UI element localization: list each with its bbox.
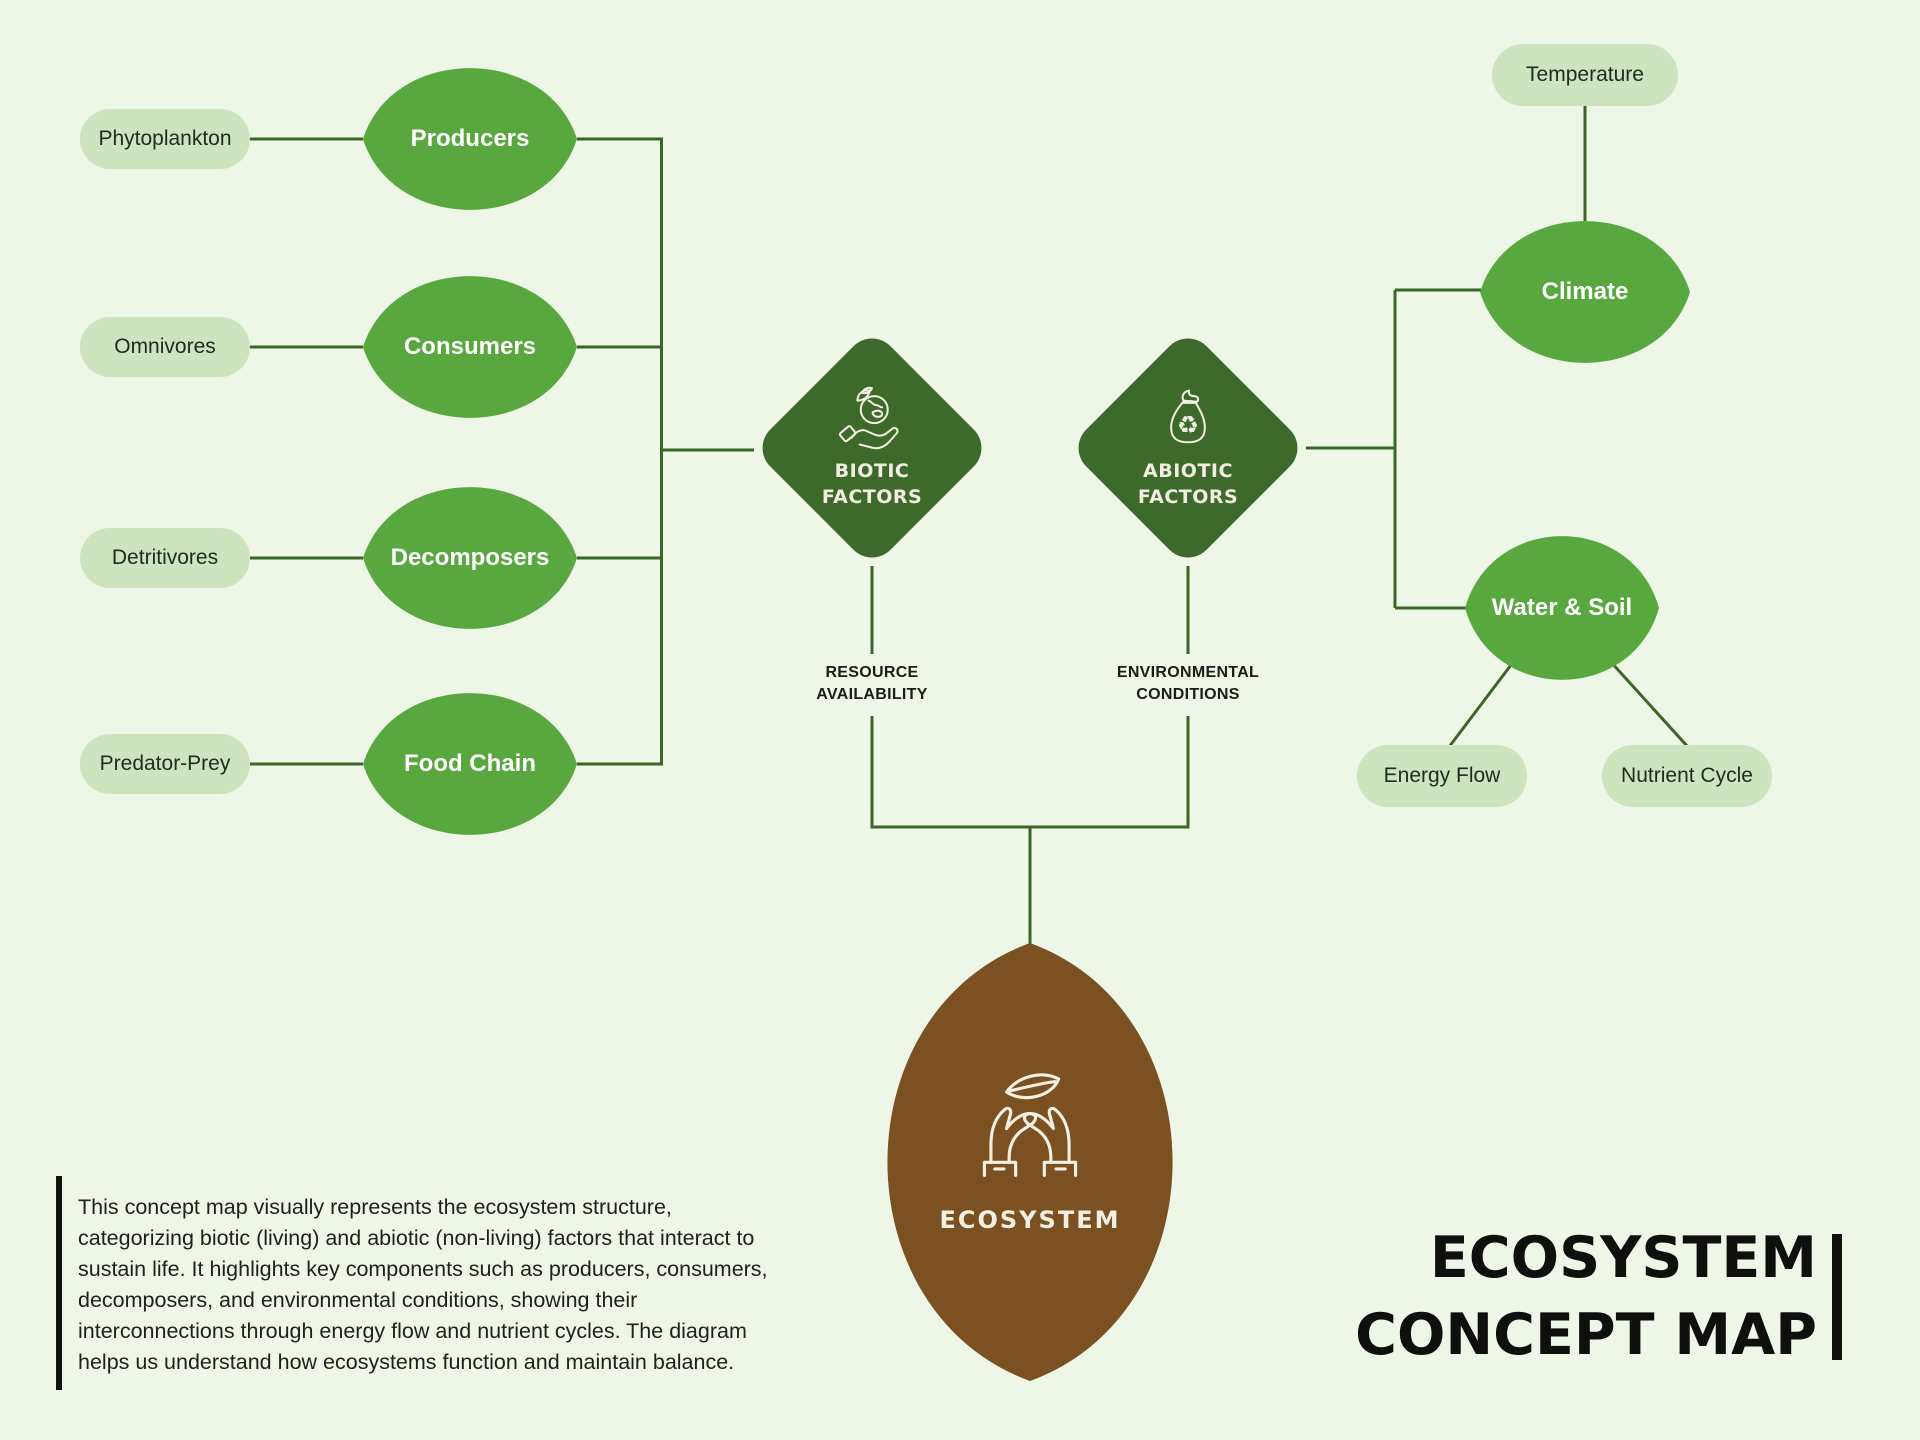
title-accent-bar — [1832, 1234, 1842, 1360]
leaf-consumers-label: Consumers — [403, 333, 537, 360]
diamond-biotic-factors: BIOTIC FACTORS — [751, 327, 993, 569]
connector-water-soil-energy-flow — [1447, 660, 1516, 748]
pill-detritivores: Detritivores — [80, 528, 250, 588]
leaf-shape — [363, 68, 577, 210]
leaf-node-producers: Producers — [363, 66, 577, 212]
abiotic-factors-label: ABIOTIC FACTORS — [1137, 460, 1239, 508]
description-accent-bar — [56, 1176, 62, 1390]
edge-label-environmental-conditions: ENVIRONMENTAL CONDITIONS — [1116, 664, 1260, 703]
ecosystem-label: ECOSYSTEM — [939, 1206, 1121, 1234]
pill-predator-prey: Predator-Prey — [80, 734, 250, 794]
recycle-glyph: ♻ — [1177, 410, 1199, 439]
leaf-food-chain-label: Food Chain — [404, 750, 536, 777]
recycling-bag-icon: ♻ — [1170, 389, 1206, 444]
left-hand — [982, 1106, 1038, 1177]
pill-temperature: Temperature — [1492, 44, 1678, 106]
leaf-climate-label: Climate — [1541, 278, 1629, 305]
diamond-abiotic-factors: ♻ ABIOTIC FACTORS — [1067, 327, 1309, 569]
leaf-node-water-soil: Water & Soil — [1465, 534, 1659, 682]
pill-detritivores-label: Detritivores — [111, 546, 219, 569]
pill-energy-flow-label: Energy Flow — [1383, 764, 1501, 787]
connector-water-soil-nutrient-cycle — [1608, 659, 1690, 749]
leaf-shape — [363, 693, 577, 835]
pill-predator-prey-label: Predator-Prey — [99, 752, 231, 775]
leaf-node-decomposers: Decomposers — [363, 485, 577, 631]
leaf-shape — [363, 276, 577, 418]
title-block: ECOSYSTEM CONCEPT MAP — [1355, 1220, 1842, 1374]
leaf-shape — [363, 487, 577, 629]
hands-holding-leaf-icon — [982, 1073, 1078, 1177]
pill-phytoplankton: Phytoplankton — [80, 109, 250, 169]
leaf-water-soil-label: Water & Soil — [1491, 594, 1633, 621]
leaf-shape — [1465, 536, 1659, 680]
biotic-factors-label: BIOTIC FACTORS — [821, 460, 923, 508]
page-title: ECOSYSTEM CONCEPT MAP — [1355, 1225, 1817, 1368]
leaf-decomposers-label: Decomposers — [390, 544, 550, 571]
description-text: This concept map visually represents the… — [78, 1194, 768, 1374]
leaf-node-ecosystem: ECOSYSTEM — [886, 943, 1174, 1381]
right-hand — [1022, 1106, 1078, 1177]
pill-omnivores-label: Omnivores — [114, 335, 216, 358]
pill-nutrient-cycle-label: Nutrient Cycle — [1621, 764, 1753, 787]
leaf-shape — [1480, 221, 1690, 363]
leaf-producers-label: Producers — [410, 125, 530, 152]
pill-nutrient-cycle: Nutrient Cycle — [1602, 745, 1772, 807]
pill-temperature-label: Temperature — [1526, 63, 1644, 86]
leaf-node-climate: Climate — [1480, 219, 1690, 365]
edge-label-resource-availability: RESOURCE AVAILABILITY — [816, 664, 928, 703]
leaf-node-food-chain: Food Chain — [363, 691, 577, 837]
pill-omnivores: Omnivores — [80, 317, 250, 377]
hand-holding-earth-icon — [838, 386, 899, 450]
pill-phytoplankton-label: Phytoplankton — [98, 127, 232, 150]
leaf-node-consumers: Consumers — [363, 274, 577, 420]
ecosystem-leaf-shape — [887, 943, 1173, 1381]
pill-energy-flow: Energy Flow — [1357, 745, 1527, 807]
